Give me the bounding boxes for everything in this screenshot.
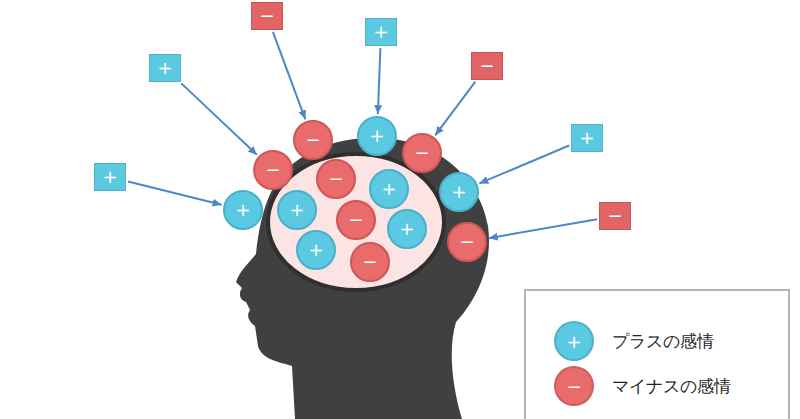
sign-text: + (308, 241, 323, 259)
plus-box: + (571, 124, 603, 152)
arrow-connector (273, 32, 305, 119)
legend-swatch: + (554, 321, 594, 361)
arrow-connector (181, 83, 257, 155)
minus-circle: − (293, 120, 333, 160)
plus-circle: + (439, 172, 479, 212)
arrow-connector (128, 181, 222, 204)
legend-text: プラスの感情 (612, 330, 714, 353)
plus-box: + (149, 54, 181, 82)
arrow-connector (435, 82, 475, 136)
plus-box: + (94, 163, 126, 191)
sign-text: + (579, 129, 594, 147)
minus-circle: − (402, 133, 442, 173)
minus-box: − (599, 202, 631, 230)
legend-row: − マイナスの感情 (554, 366, 731, 406)
legend-row: + プラスの感情 (554, 321, 714, 361)
sign-text: + (399, 220, 414, 238)
brain-region (268, 154, 444, 290)
sign-text: + (369, 127, 384, 145)
swatch-sign: + (566, 331, 581, 352)
minus-circle: − (336, 200, 376, 240)
sign-text: − (328, 170, 343, 188)
sign-text: + (381, 180, 396, 198)
plus-circle: + (277, 190, 317, 230)
legend-text: マイナスの感情 (612, 375, 731, 398)
sign-text: − (459, 233, 474, 251)
plus-circle: + (296, 230, 336, 270)
arrow-connector (378, 48, 381, 114)
arrow-connector (479, 146, 569, 184)
sign-text: + (102, 168, 117, 186)
plus-circle: + (369, 169, 409, 209)
plus-box: + (365, 18, 397, 46)
sign-text: − (607, 207, 622, 225)
plus-circle: + (387, 209, 427, 249)
sign-text: − (265, 161, 280, 179)
sign-text: + (451, 183, 466, 201)
sign-text: − (362, 253, 377, 271)
head-silhouette (236, 138, 489, 419)
plus-circle: + (223, 190, 263, 230)
sign-text: + (235, 201, 250, 219)
plus-circle: + (357, 116, 397, 156)
legend-panel: + プラスの感情 − マイナスの感情 (524, 289, 790, 419)
minus-box: − (471, 52, 503, 80)
legend-swatch: − (554, 366, 594, 406)
sign-text: − (259, 7, 274, 25)
sign-text: − (305, 131, 320, 149)
swatch-sign: − (566, 376, 581, 397)
minus-box: − (251, 2, 283, 30)
sign-text: − (414, 144, 429, 162)
minus-circle: − (447, 222, 487, 262)
sign-text: + (289, 201, 304, 219)
sign-text: + (157, 59, 172, 77)
arrow-connector (489, 219, 597, 238)
minus-circle: − (253, 150, 293, 190)
sign-text: − (348, 211, 363, 229)
minus-circle: − (350, 242, 390, 282)
sign-text: + (373, 23, 388, 41)
minus-circle: − (316, 159, 356, 199)
sign-text: − (479, 57, 494, 75)
